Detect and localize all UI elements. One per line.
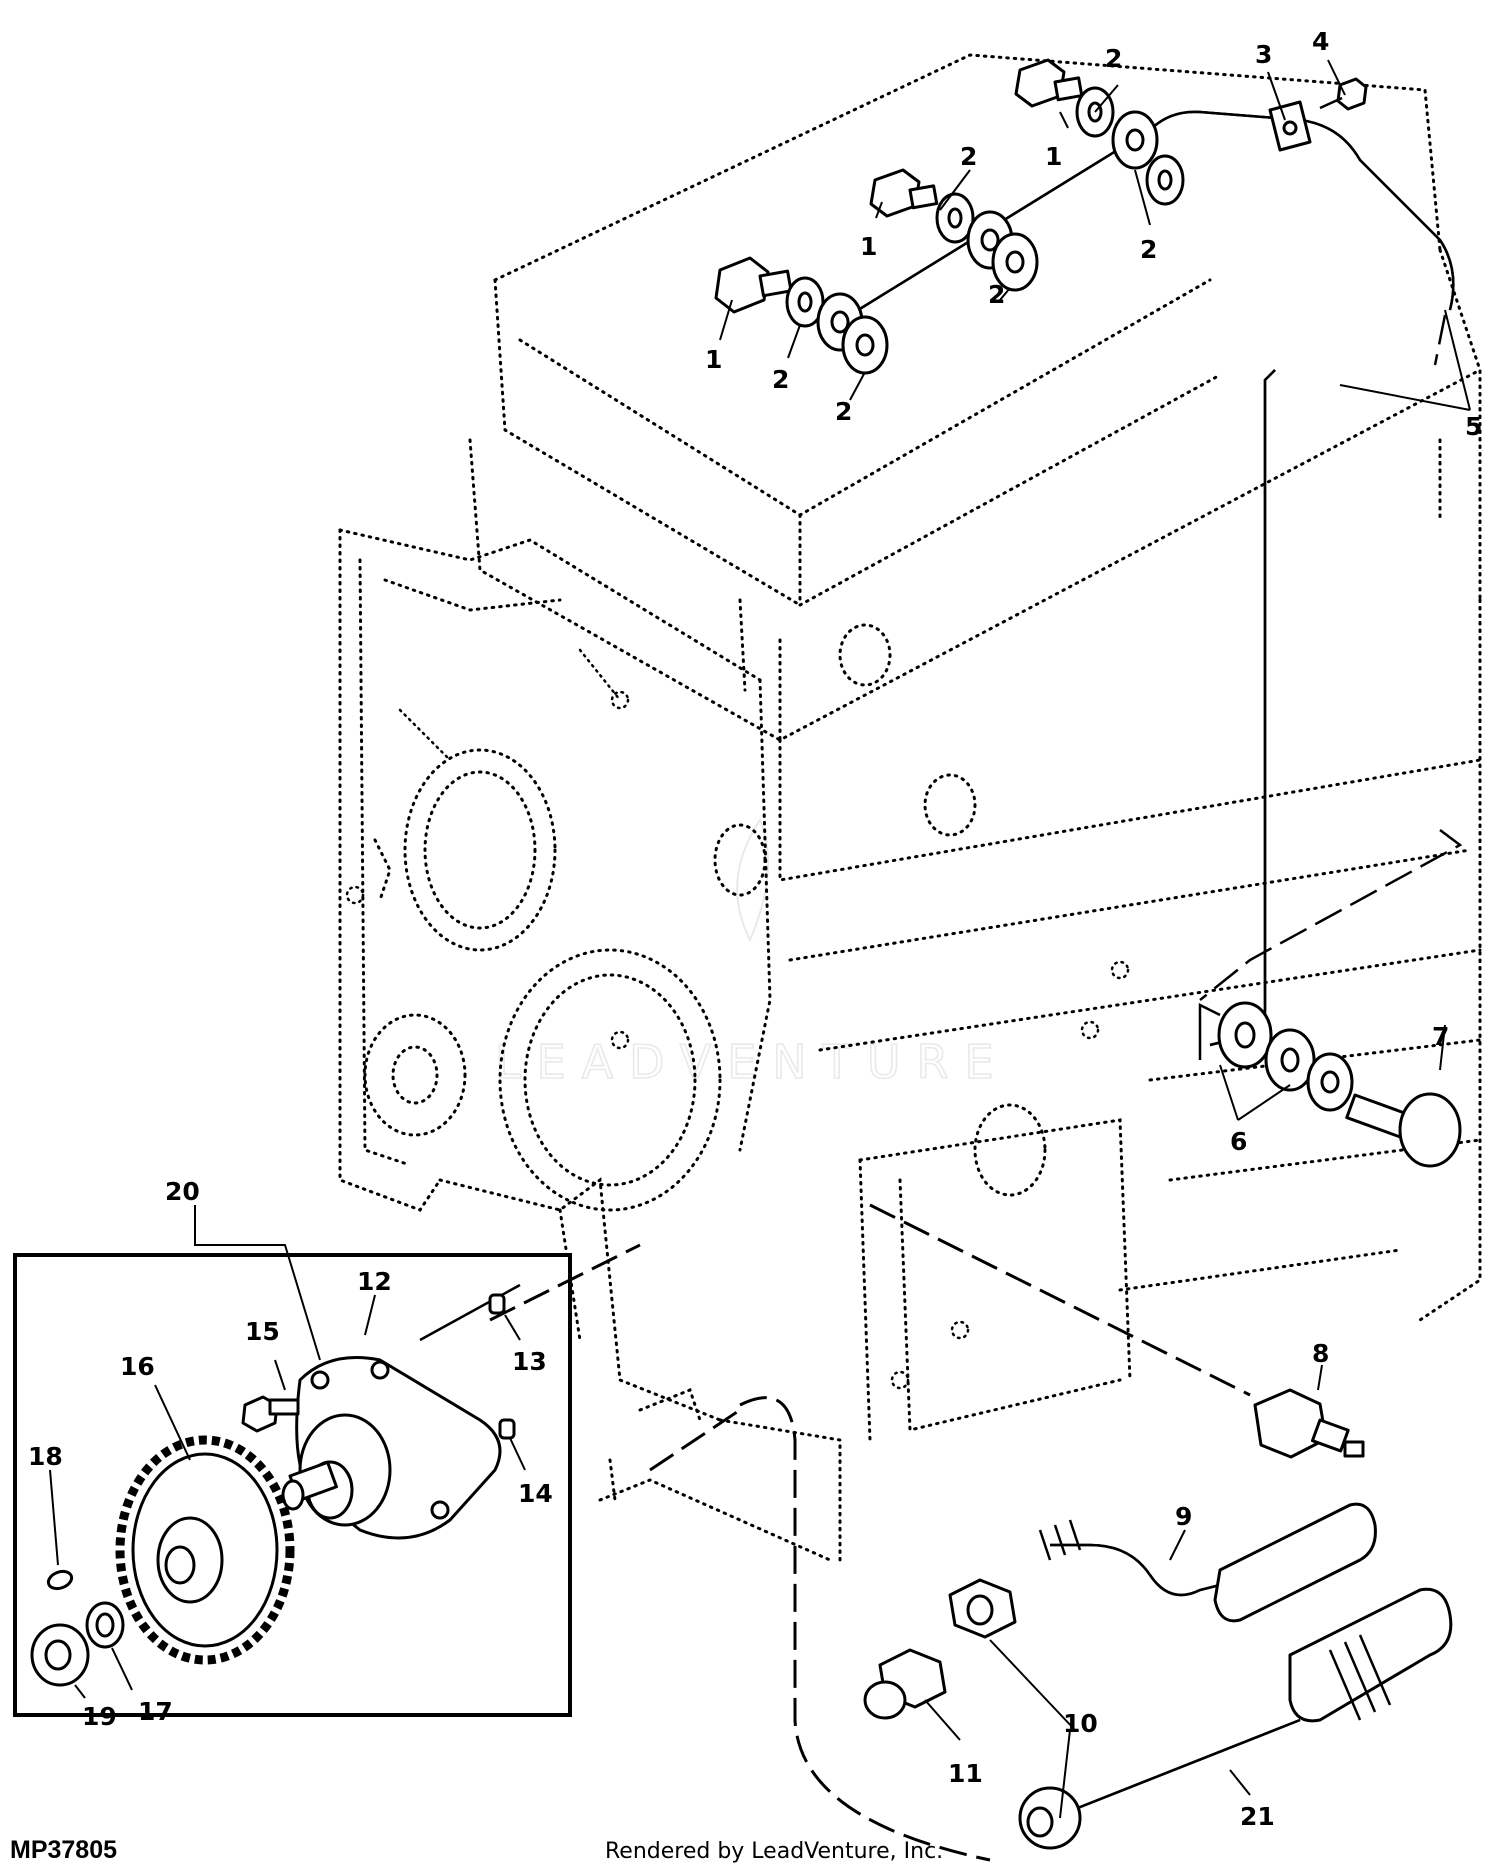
sealing-washers <box>785 86 1185 375</box>
lock-washer-17 <box>85 1601 125 1649</box>
callout-20: 20 <box>165 1177 200 1206</box>
callout-21: 21 <box>1240 1802 1275 1831</box>
pump-shaft <box>281 1460 338 1511</box>
callout-4: 4 <box>1312 27 1329 56</box>
banjo-bolt-1c <box>1014 58 1084 108</box>
callout-8: 8 <box>1312 1339 1329 1368</box>
callout-2-top: 2 <box>1105 44 1122 73</box>
callout-2-middle: 2 <box>988 280 1005 309</box>
fitting-11 <box>863 1648 947 1720</box>
nut-19 <box>30 1623 90 1687</box>
dowel-13 <box>488 1293 506 1315</box>
callout-2-lower: 2 <box>835 397 852 426</box>
callout-11: 11 <box>948 1759 983 1788</box>
watermark-text: LEADVENTURE <box>495 1035 1010 1089</box>
callout-17: 17 <box>138 1697 173 1726</box>
callout-13: 13 <box>512 1347 547 1376</box>
callout-18: 18 <box>28 1442 63 1471</box>
callout-3: 3 <box>1255 40 1272 69</box>
engine-block-outline <box>338 53 1482 1562</box>
return-line <box>1198 314 1463 1060</box>
pickup-tube-9 <box>1038 1502 1377 1623</box>
callout-9: 9 <box>1175 1502 1192 1531</box>
cap-screw-15 <box>241 1395 300 1433</box>
callout-1-lower: 1 <box>705 345 722 374</box>
banjo-fitting-lower <box>1217 1001 1354 1112</box>
pump-body <box>295 1356 502 1540</box>
watermark-logo: LEADVENTURE <box>494 817 1010 1090</box>
callout-7: 7 <box>1432 1022 1449 1051</box>
banjo-bolt-7 <box>1345 1092 1462 1168</box>
callout-10: 10 <box>1063 1709 1098 1738</box>
dowel-14 <box>498 1418 516 1440</box>
leader-lines <box>49 59 1471 1819</box>
callout-2-upper: 2 <box>960 142 977 171</box>
nut-10-upper <box>948 1578 1017 1639</box>
clamp-screw <box>1319 77 1368 111</box>
callout-12: 12 <box>357 1267 392 1296</box>
drive-gear-16 <box>115 1435 295 1665</box>
callout-2-lower-left: 2 <box>772 365 789 394</box>
callout-15: 15 <box>245 1317 280 1346</box>
leak-off-line-assembly <box>714 58 1455 375</box>
callout-labels: 1 1 1 2 2 2 2 2 2 3 4 5 6 7 8 9 10 11 12… <box>28 27 1482 1831</box>
callout-5: 5 <box>1465 412 1482 441</box>
sensor-8 <box>1253 1388 1365 1459</box>
callout-14: 14 <box>518 1479 553 1508</box>
woodruff-key-18 <box>46 1569 74 1591</box>
nut-10-lower <box>1018 1786 1082 1850</box>
callout-1-upper: 1 <box>1045 142 1062 171</box>
inset-oil-pump-20 <box>13 1243 641 1717</box>
banjo-bolt-1a <box>714 256 793 314</box>
callout-6: 6 <box>1230 1127 1247 1156</box>
diagram-code: MP37805 <box>10 1836 117 1864</box>
banjo-bolt-1b <box>869 168 939 218</box>
callout-1-middle: 1 <box>860 232 877 261</box>
clamp <box>1268 100 1312 152</box>
long-dash-leader-8 <box>869 1203 1251 1397</box>
callout-16: 16 <box>120 1352 155 1381</box>
credit-text: Rendered by LeadVenture, Inc. <box>605 1839 943 1864</box>
callout-2-right: 2 <box>1140 235 1157 264</box>
callout-19: 19 <box>82 1702 117 1731</box>
suction-tube-21 <box>1059 1587 1453 1817</box>
dashed-route-lower <box>649 1396 991 1862</box>
